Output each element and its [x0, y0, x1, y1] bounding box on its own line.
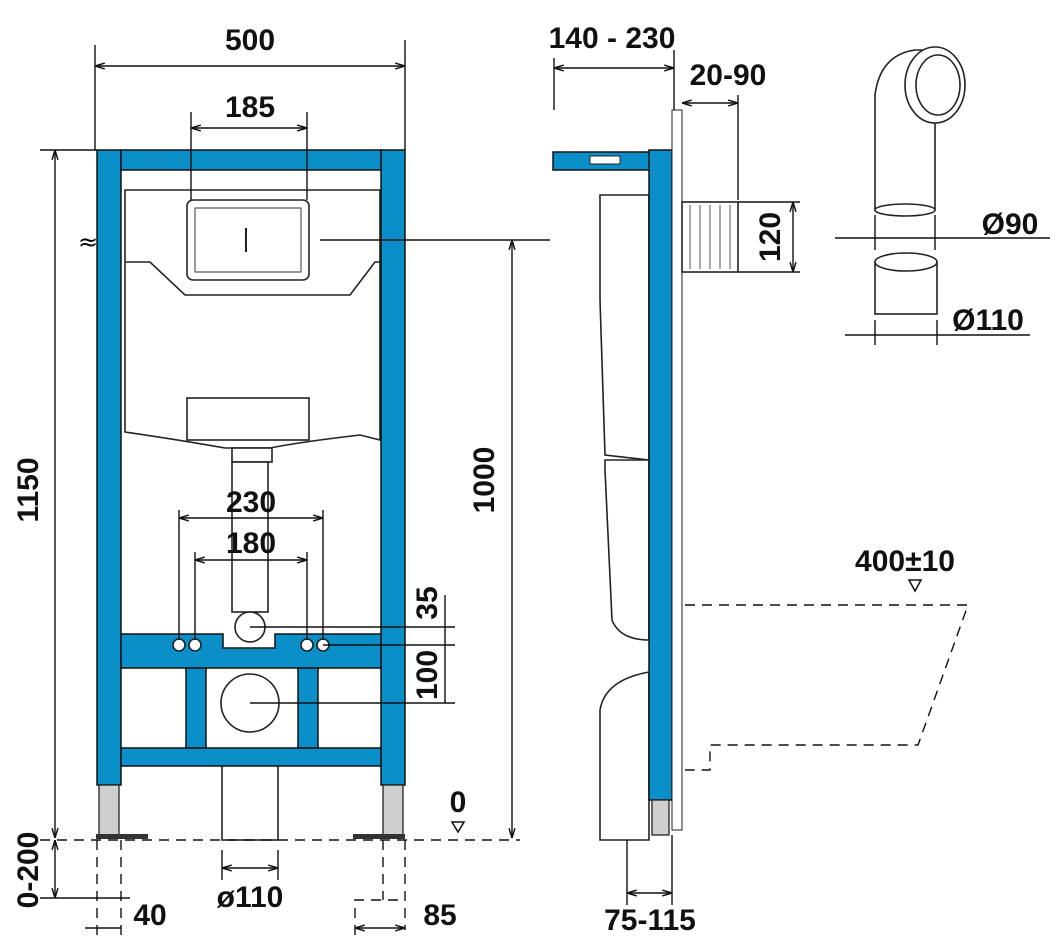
- dim-pipe-large: Ø110: [952, 304, 1024, 337]
- dim-leg-adjust: 0-200: [12, 832, 45, 909]
- dim-floor-level: 0: [450, 786, 467, 819]
- dim-outlet-offset: 100: [411, 650, 444, 700]
- dim-foot-width: 85: [423, 899, 456, 932]
- dim-seat-height: 400±10: [855, 545, 955, 578]
- front-dimensions: 500 185 1150 1000 230 180 35 100 0 0-200…: [12, 24, 550, 935]
- dim-pipe-small: Ø90: [982, 208, 1039, 241]
- wave-symbol-icon: ≈: [78, 228, 98, 256]
- dim-foot-offset: 40: [133, 899, 166, 932]
- dim-flush-plate: 185: [225, 91, 275, 124]
- dim-height: 1150: [12, 457, 45, 522]
- dim-depth: 140 - 230: [549, 22, 676, 55]
- dim-outlet-diameter: ø110: [217, 881, 284, 914]
- frame: [96, 149, 406, 839]
- front-view: [96, 149, 406, 841]
- dim-plate-height: 120: [754, 212, 787, 262]
- bolts: [172, 638, 330, 652]
- side-view: [552, 109, 969, 841]
- dim-wall-range: 20-90: [690, 59, 767, 92]
- side-dimensions: 140 - 230 20-90 120 400±10 75-115: [549, 22, 955, 937]
- flush-plate: [186, 199, 310, 281]
- pipe-detail: Ø90 Ø110: [835, 46, 1050, 345]
- dim-bolt-inner: 180: [226, 527, 276, 560]
- dim-inlet-offset: 35: [411, 586, 444, 619]
- dim-bolt-outer: 230: [226, 486, 276, 519]
- dim-flush-height: 1000: [468, 447, 501, 514]
- toilet-bowl-outline: [685, 604, 969, 771]
- dim-outlet-depth: 75-115: [604, 904, 696, 937]
- dim-width: 500: [225, 24, 275, 57]
